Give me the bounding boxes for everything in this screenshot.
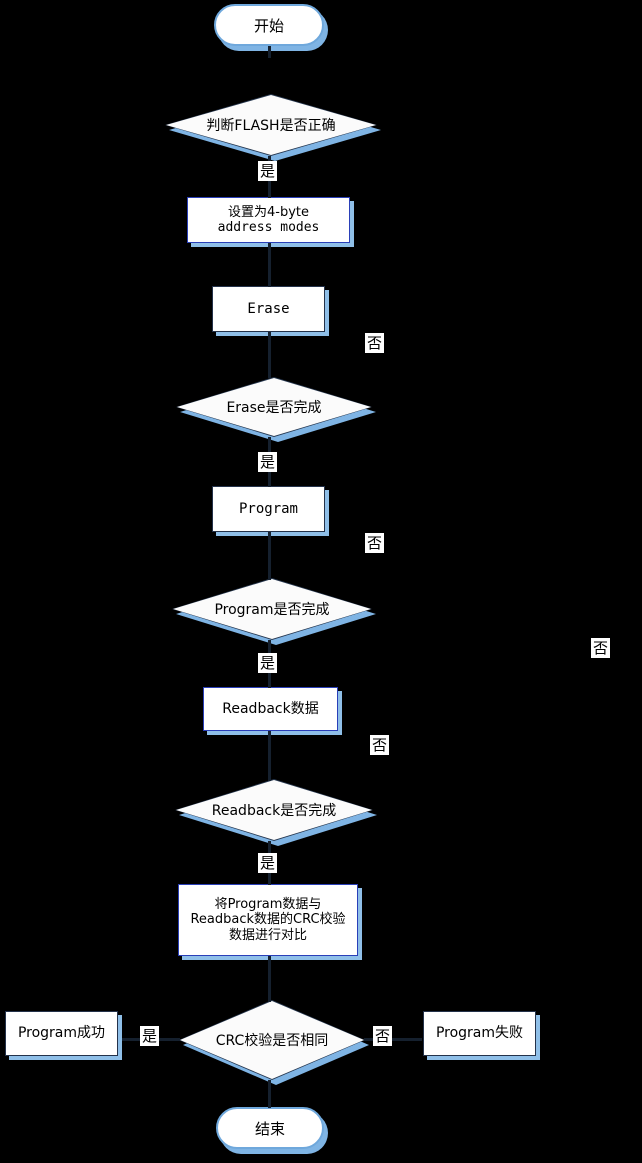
node-end[interactable]: 结束 [216, 1107, 324, 1149]
edge-label-no-4: 否 [370, 735, 389, 755]
node-program-label: Program [238, 500, 298, 517]
node-readback[interactable]: Readback数据 [203, 687, 338, 731]
node-set-4byte[interactable]: 设置为4-byte address modes [187, 197, 350, 243]
node-erase-label: Erase [247, 300, 290, 317]
node-program-fail[interactable]: Program失败 [423, 1011, 536, 1056]
node-crc-compare-line2: Readback数据的CRC校验 [190, 912, 346, 928]
edge-label-yes-5: 是 [140, 1026, 159, 1046]
node-program-success-label: Program成功 [17, 1025, 106, 1042]
node-program-done[interactable]: Program是否完成 [172, 578, 376, 645]
node-start[interactable]: 开始 [214, 4, 324, 46]
node-start-label: 开始 [253, 16, 284, 35]
edge-label-yes-1: 是 [258, 161, 277, 181]
node-set-4byte-line1: 设置为4-byte [227, 204, 309, 220]
node-check-flash-label: 判断FLASH是否正确 [206, 118, 336, 134]
connector-crcsame-to-progfail [364, 1038, 422, 1041]
connector-set4byte-to-erase [268, 243, 271, 287]
connector-crccompare-to-crcsame [268, 956, 271, 1002]
node-check-flash[interactable]: 判断FLASH是否正确 [165, 94, 381, 161]
node-program-done-label: Program是否完成 [214, 602, 330, 618]
node-readback-label: Readback数据 [222, 700, 319, 717]
node-end-label: 结束 [254, 1119, 285, 1138]
edge-label-no-2: 否 [365, 533, 384, 553]
node-erase-done[interactable]: Erase是否完成 [176, 377, 376, 442]
connector-program-to-programdone [268, 532, 271, 580]
node-readback-done-label: Readback是否完成 [211, 803, 337, 819]
edge-label-yes-3: 是 [258, 653, 277, 673]
node-program[interactable]: Program [212, 486, 325, 532]
edge-label-no-1: 否 [365, 333, 384, 353]
node-readback-done[interactable]: Readback是否完成 [175, 779, 377, 846]
node-erase[interactable]: Erase [212, 286, 325, 332]
connector-start-to-checkflash [268, 46, 271, 58]
node-crc-compare-line1: 将Program数据与 [214, 897, 322, 912]
connector-erase-to-erasedone [268, 332, 271, 378]
edge-label-yes-4: 是 [258, 853, 277, 873]
node-crc-compare[interactable]: 将Program数据与 Readback数据的CRC校验 数据进行对比 [178, 884, 358, 956]
edge-label-no-5: 否 [373, 1026, 392, 1046]
edge-label-no-3: 否 [591, 638, 610, 658]
edge-label-yes-2: 是 [258, 452, 277, 472]
connector-readback-to-readbackdone [268, 731, 271, 781]
node-crc-compare-line3: 数据进行对比 [228, 927, 307, 943]
node-erase-done-label: Erase是否完成 [226, 400, 322, 416]
node-set-4byte-line2: address modes [217, 220, 320, 235]
node-program-success[interactable]: Program成功 [5, 1011, 118, 1056]
node-crc-same-label: CRC校验是否相同 [215, 1033, 329, 1049]
node-crc-same[interactable]: CRC校验是否相同 [179, 1000, 369, 1085]
connector-crcsame-to-end [268, 1080, 271, 1108]
node-program-fail-label: Program失败 [435, 1025, 524, 1042]
